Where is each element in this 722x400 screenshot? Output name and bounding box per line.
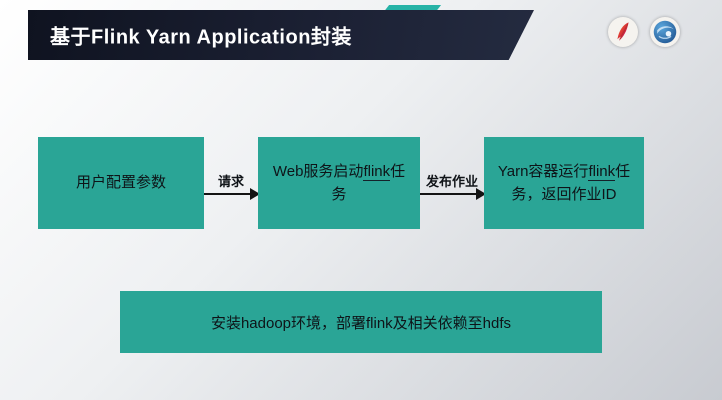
- title-banner: 基于Flink Yarn Application封装: [28, 5, 534, 60]
- box-deploy-note: 安装hadoop环境，部署flink及相关依赖至hdfs: [120, 291, 602, 353]
- right-arrow-icon: [420, 188, 486, 200]
- banner-background: [28, 10, 534, 60]
- arrow-request: 请求: [204, 137, 260, 229]
- box-yarn-container: Yarn容器运行flink任务，返回作业ID: [484, 137, 644, 229]
- box-web-service-label: Web服务启动flink任务: [272, 162, 406, 203]
- box-deploy-note-label: 安装hadoop环境，部署flink及相关依赖至hdfs: [210, 314, 512, 332]
- apache-feather-logo: [608, 17, 638, 47]
- box-yarn-container-label: Yarn容器运行flink任务，返回作业ID: [497, 162, 631, 203]
- arrow-request-label: 请求: [217, 174, 244, 189]
- blue-round-logo: [650, 17, 680, 47]
- box-user-config: 用户配置参数: [38, 137, 204, 229]
- box-web-service: Web服务启动flink任务: [258, 137, 420, 229]
- arrow-publish-job-label: 发布作业: [425, 174, 478, 189]
- box-user-config-label: 用户配置参数: [75, 174, 166, 192]
- slide-title: 基于Flink Yarn Application封装: [50, 26, 352, 49]
- right-arrow-icon: [204, 188, 260, 200]
- arrow-publish-job: 发布作业: [420, 137, 486, 229]
- logo-group: [608, 17, 680, 47]
